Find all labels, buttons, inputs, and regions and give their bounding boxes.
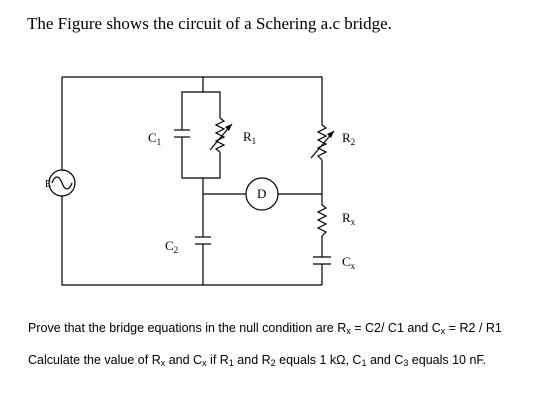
c1-label: C1: [148, 130, 161, 147]
rx-label: Rx: [342, 210, 356, 227]
r2-label: R2: [342, 130, 355, 147]
r1-resistor: [214, 117, 226, 153]
cx-label: Cx: [342, 254, 356, 271]
c2-label: C2: [165, 238, 178, 255]
r1-label: R1: [243, 129, 256, 146]
r2-resistor: [316, 124, 328, 161]
ac-source: [48, 169, 76, 197]
page-title: The Figure shows the circuit of a Scheri…: [27, 14, 392, 33]
wire-parallel-box: [181, 91, 221, 179]
question-prove: Prove that the bridge equations in the n…: [28, 321, 502, 336]
wire-outer-left-lower: [61, 196, 322, 286]
question-calculate: Calculate the value of Rx and Cx if R1 a…: [28, 353, 487, 368]
detector-label: D: [257, 186, 266, 201]
r1-arrow-head: [225, 124, 232, 131]
rx-resistor: [316, 204, 328, 237]
r2-arrow-head: [327, 131, 334, 138]
source-label: E: [45, 179, 51, 190]
ac-wave: [51, 176, 73, 190]
detector: [245, 177, 279, 211]
